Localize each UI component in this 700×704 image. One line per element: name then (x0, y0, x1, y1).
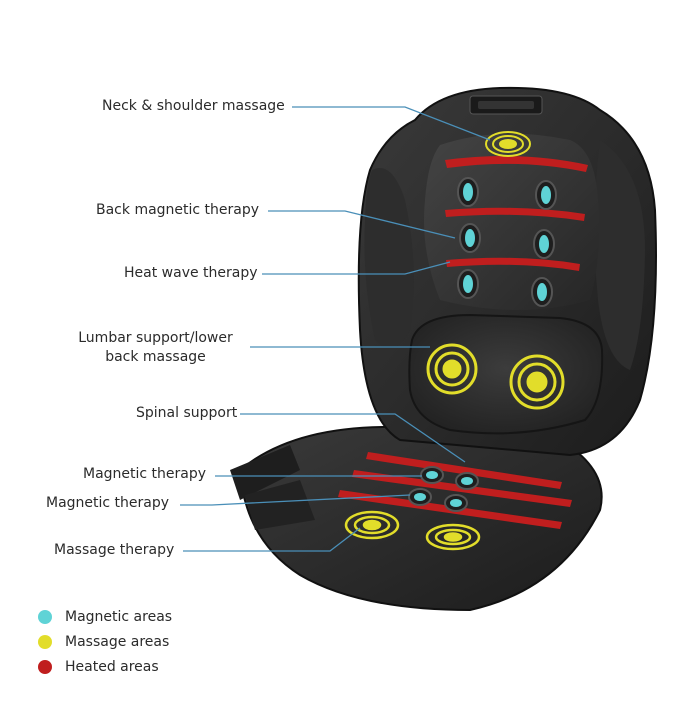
callout-spinal: Spinal support (136, 405, 238, 421)
heat-strip (445, 156, 588, 172)
seat-side-flap-lower (245, 480, 315, 530)
leader-neck (292, 106, 491, 141)
magnetic-pod (531, 277, 553, 307)
backrest-right-bolster (594, 140, 645, 370)
legend-label: Massage areas (65, 634, 170, 650)
magnetic-pod (533, 229, 555, 259)
magnetic-pod (457, 269, 479, 299)
magnetic-pod (420, 466, 444, 484)
callout-lumbar: Lumbar support/lower back massage (78, 330, 233, 365)
magnetic-pods-back (457, 177, 557, 307)
callout-back-magnetic: Back magnetic therapy (96, 202, 260, 218)
callout-heat-wave: Heat wave therapy (124, 265, 258, 281)
leader-massage (183, 527, 361, 552)
massage-dot-icon (38, 635, 52, 649)
lumbar-massage-node-left (426, 343, 478, 395)
seat-base (238, 425, 603, 612)
seat-massage-node-right (425, 523, 481, 551)
magnetic-pod (444, 494, 468, 512)
legend-label: Heated areas (65, 659, 159, 675)
seat-massage-node-left (344, 510, 400, 540)
heated-strips-back (445, 156, 588, 271)
callout-massage: Massage therapy (54, 542, 175, 558)
heated-dot-icon (38, 660, 52, 674)
callout-neck: Neck & shoulder massage (102, 98, 285, 114)
magnetic-pods-seat (408, 466, 479, 512)
magnetic-dot-icon (38, 610, 52, 624)
magnetic-pod (457, 177, 479, 207)
leader-lines (180, 106, 491, 552)
magnetic-pod (459, 223, 481, 253)
heat-strip (366, 452, 562, 489)
seat-side-flap (230, 445, 300, 500)
heat-strip (446, 257, 580, 271)
legend-item-massage: Massage areas (38, 632, 169, 652)
legend-item-magnetic: Magnetic areas (38, 607, 172, 627)
legend-label: Magnetic areas (65, 609, 173, 625)
leader-back-magnetic (268, 210, 456, 239)
heat-strip (445, 207, 585, 221)
leader-magnetic-2 (180, 494, 411, 506)
callout-magnetic-2: Magnetic therapy (46, 495, 170, 511)
leader-heat-wave (262, 261, 451, 275)
magnetic-pod (535, 180, 557, 210)
backrest-left-bolster (364, 168, 414, 348)
leader-spinal (240, 413, 466, 463)
magnetic-pod (455, 472, 479, 490)
magnetic-pod (408, 488, 432, 506)
legend-item-heated: Heated areas (38, 657, 159, 677)
brand-tab-inner (478, 101, 534, 109)
lumbar-massage-node-right (509, 354, 565, 410)
neck-massage-node (485, 131, 531, 157)
callout-magnetic-1: Magnetic therapy (83, 466, 207, 482)
